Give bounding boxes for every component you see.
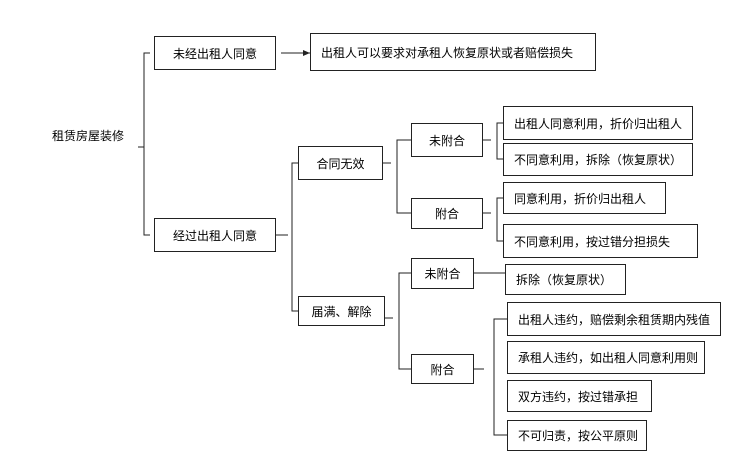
invalid-unattached-result-1: 出租人同意利用，折价归出租人	[503, 106, 693, 140]
expire-unattached-result-1: 拆除（恢复原状）	[505, 264, 626, 295]
invalid-attached-node: 附合	[411, 198, 483, 229]
expire-attached-result-1: 出租人违约，赔偿剩余租赁期内残值	[507, 302, 721, 336]
invalid-unattached-node: 未附合	[411, 123, 483, 157]
expire-attached-result-3: 双方违约，按过错承担	[507, 380, 652, 412]
expire-attached-node: 附合	[411, 354, 474, 384]
invalid-attached-result-2: 不同意利用，按过错分担损失	[503, 224, 698, 258]
expire-attached-result-4: 不可归责，按公平原则	[507, 420, 647, 451]
expire-unattached-node: 未附合	[411, 258, 474, 289]
branch-without-consent: 未经出租人同意	[154, 36, 276, 70]
expire-attached-result-2: 承租人违约，如出租人同意利用则	[507, 341, 705, 374]
invalid-attached-result-1: 同意利用，折价归出租人	[503, 182, 666, 214]
invalid-unattached-result-2: 不同意利用，拆除（恢复原状）	[503, 143, 693, 176]
contract-invalid-node: 合同无效	[298, 146, 383, 180]
expire-terminate-node: 届满、解除	[298, 296, 385, 326]
branch-with-consent: 经过出租人同意	[154, 218, 276, 252]
branch-without-consent-result: 出租人可以要求对承租人恢复原状或者赔偿损失	[310, 33, 596, 71]
root-label: 租赁房屋装修	[52, 129, 125, 143]
